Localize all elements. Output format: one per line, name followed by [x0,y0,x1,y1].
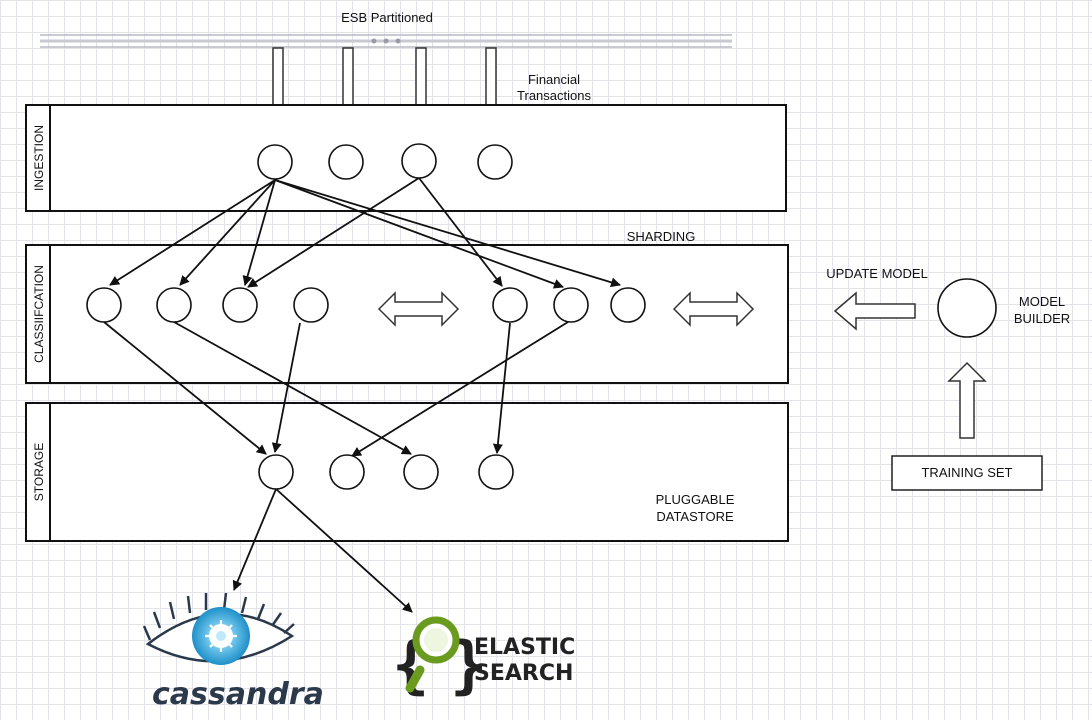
flow-edge [109,179,276,286]
storage-node[interactable] [478,454,514,490]
classification-node[interactable] [293,287,329,323]
training-set-box[interactable]: TRAINING SET [891,455,1043,491]
classification-node[interactable] [492,287,528,323]
ingestion-node[interactable] [257,144,293,180]
flow-edge [179,179,276,286]
classification-node[interactable] [222,287,258,323]
flow-edge [232,488,277,591]
pluggable-datastore-label-line2: DATASTORE [656,509,734,524]
classification-node[interactable] [156,287,192,323]
flow-edge [351,321,569,457]
elasticsearch-logo: { } ELASTIC SEARCH [392,616,575,701]
cassandra-logo: cassandra [142,592,324,712]
bus-dot [383,38,389,44]
flow-edge [274,179,564,289]
sharding-double-arrow [377,291,460,327]
esb-partitioned-label: ESB Partitioned [341,10,433,25]
flow-edge [247,177,420,288]
flow-edge [418,177,503,287]
storage-node[interactable] [403,454,439,490]
financial-transactions-label-line2: Transactions [517,88,591,103]
bus-dot [395,38,401,44]
ingestion-node[interactable] [477,144,513,180]
storage-node[interactable] [329,454,365,490]
data-flow-edges [103,177,621,613]
model-builder-label-line2: BUILDER [1014,311,1070,326]
financial-transactions-label-line1: Financial [528,72,580,87]
flow-edge [271,322,301,453]
flow-edge [242,179,276,286]
classification-label: CLASSIIFCATION [32,265,46,363]
flow-edge [492,322,511,454]
esb-bus [40,34,732,48]
classification-node[interactable] [86,287,122,323]
bus-dot [371,38,377,44]
model-builder-label-line1: MODEL [1019,294,1065,309]
training-set-label: TRAINING SET [921,465,1012,480]
storage-label: STORAGE [32,443,46,501]
flow-edge [103,321,267,455]
update-model-arrow [833,291,916,331]
flow-edge [173,321,412,455]
magnifier-handle [405,665,425,693]
classification-node[interactable] [553,287,589,323]
update-model-label: UPDATE MODEL [826,266,928,281]
cassandra-logo-text: cassandra [152,677,324,712]
classification-node[interactable] [610,287,646,323]
training-up-arrow [947,361,987,439]
elastic-logo-text-line2: SEARCH [474,661,573,686]
flow-edge [275,488,413,613]
model-builder-node[interactable] [937,278,997,338]
ingestion-label: INGESTION [32,125,46,191]
sharding-double-arrow [672,291,755,327]
sharding-label: SHARDING [627,229,696,244]
storage-node[interactable] [258,454,294,490]
ingestion-node[interactable] [401,143,437,179]
flow-edge [274,179,621,288]
ingestion-node[interactable] [328,144,364,180]
pluggable-datastore-label-line1: PLUGGABLE [656,492,735,507]
elastic-logo-text-line1: ELASTIC [474,635,575,660]
